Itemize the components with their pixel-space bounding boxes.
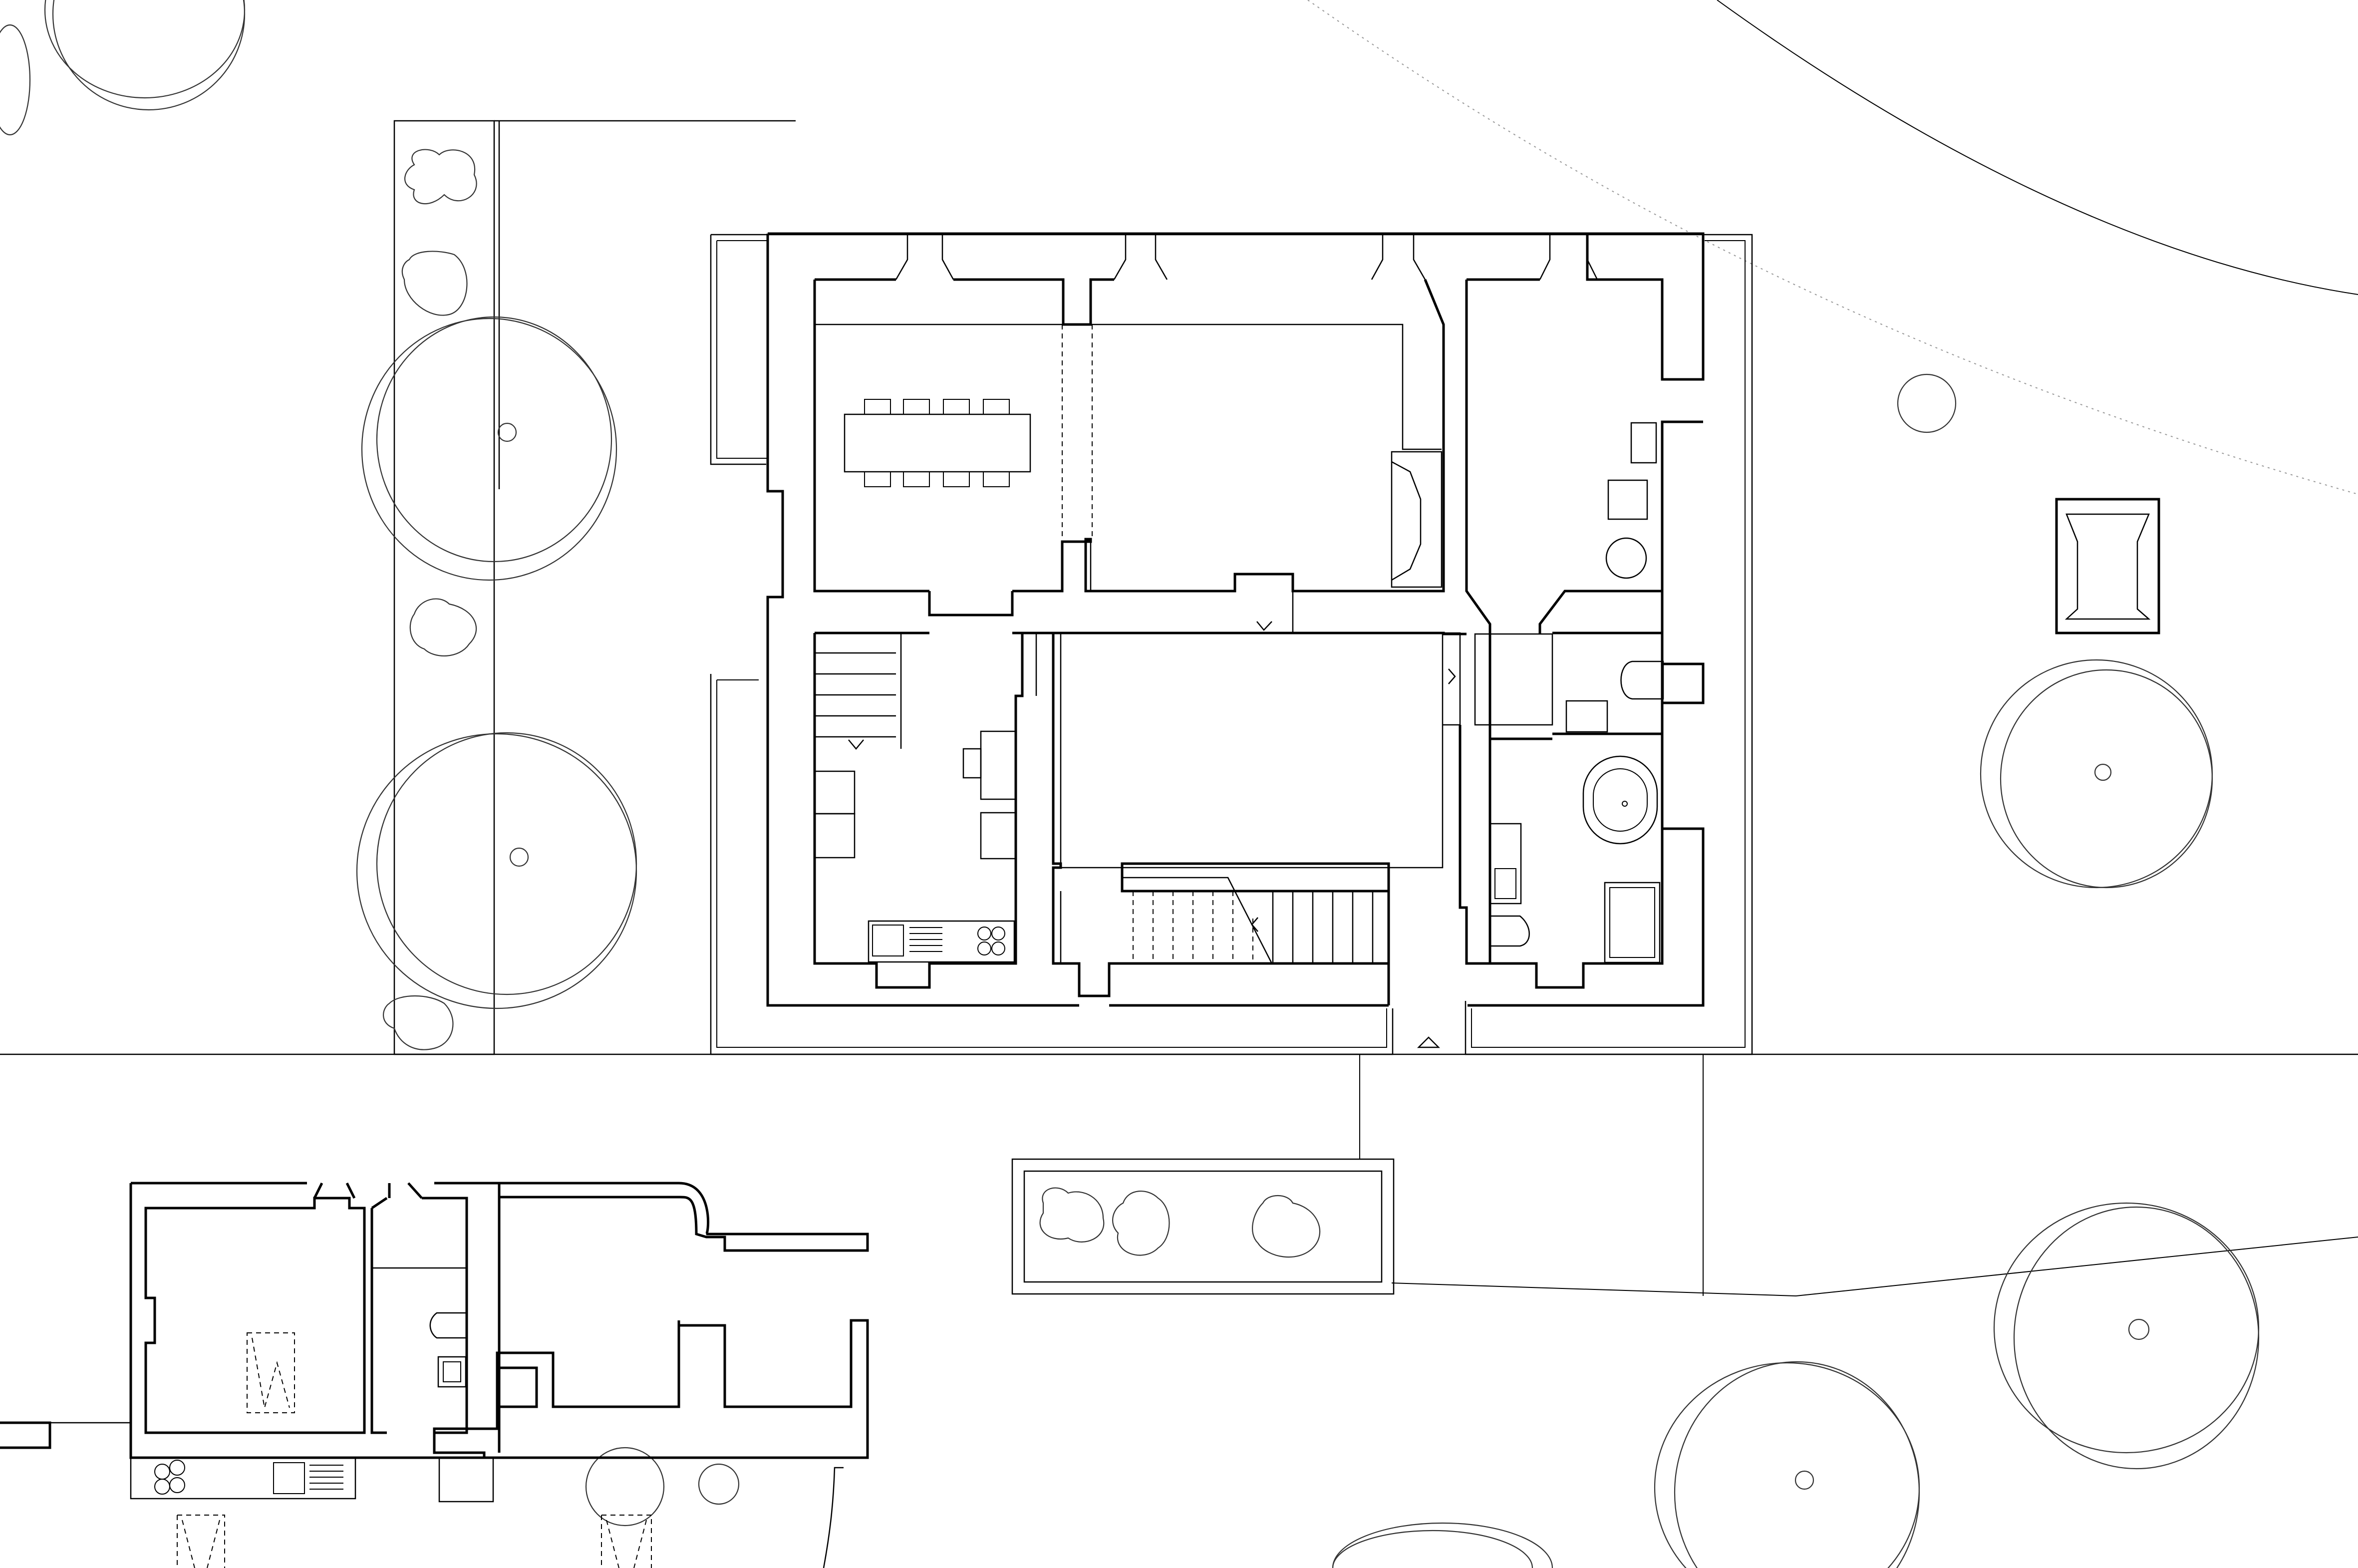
dining-table (844, 399, 1031, 487)
tree-canopy-icon (1897, 373, 1957, 433)
sink (1565, 700, 1608, 733)
neighbour-building (0, 1182, 869, 1568)
shrubs (383, 149, 1395, 1295)
tree-canopy-icon (356, 732, 637, 1009)
windows-north (895, 234, 1598, 280)
road-curve (1717, 0, 2358, 295)
tree-canopy-icon (361, 316, 617, 581)
toilet (1620, 660, 1664, 700)
exterior-wall (766, 232, 1705, 1007)
shrub-icon (404, 149, 477, 205)
tree-canopy-icon (44, 0, 246, 111)
stair-landing (1235, 573, 1294, 634)
hall-wall (815, 591, 1467, 635)
shower (1604, 882, 1661, 963)
tree-canopy-icon (1332, 1522, 1553, 1568)
kitchen-counter (130, 1457, 356, 1500)
shrub-icon (1252, 1195, 1321, 1258)
kitchen-counter (868, 920, 1015, 963)
bedroom-wall (1465, 278, 1662, 634)
tree-canopy-icon (1993, 1202, 2260, 1470)
kitchen-wall (813, 633, 1024, 989)
dining-room-wall (813, 278, 1445, 593)
tree-canopy-icon (585, 1447, 740, 1527)
main-stair (1060, 862, 1390, 964)
nightstand (1607, 479, 1648, 520)
shrub-icon (1039, 1187, 1105, 1243)
vanity (1489, 823, 1522, 905)
main-house (710, 232, 1753, 1055)
bathtub (1582, 755, 1658, 845)
terrace-outline (710, 234, 1753, 1055)
shrub-icon (401, 251, 468, 316)
fireplace (1391, 451, 1443, 588)
trees (0, 0, 2260, 1568)
tree-canopy-icon (1980, 659, 2213, 889)
kitchen-stair (815, 632, 902, 750)
hedge-strip (393, 120, 495, 1055)
entrance-arrow-icon (1417, 1036, 1441, 1048)
site-context (0, 0, 2358, 1296)
planter (1011, 1158, 1395, 1295)
toilet (1489, 915, 1530, 947)
bath-wall (1459, 632, 1664, 989)
tree-canopy-icon (0, 24, 31, 136)
wardrobe (1630, 422, 1657, 464)
tree-canopy-icon (1654, 1361, 1920, 1568)
annex-east (2055, 498, 2160, 634)
shrub-icon (409, 598, 477, 657)
shrub-icon (383, 995, 454, 1050)
armchair (1605, 537, 1647, 579)
property-line-south (1795, 1237, 2358, 1296)
toilet (429, 1312, 467, 1339)
hall-wall-south (1052, 633, 1390, 997)
shrub-icon (1112, 1191, 1170, 1256)
